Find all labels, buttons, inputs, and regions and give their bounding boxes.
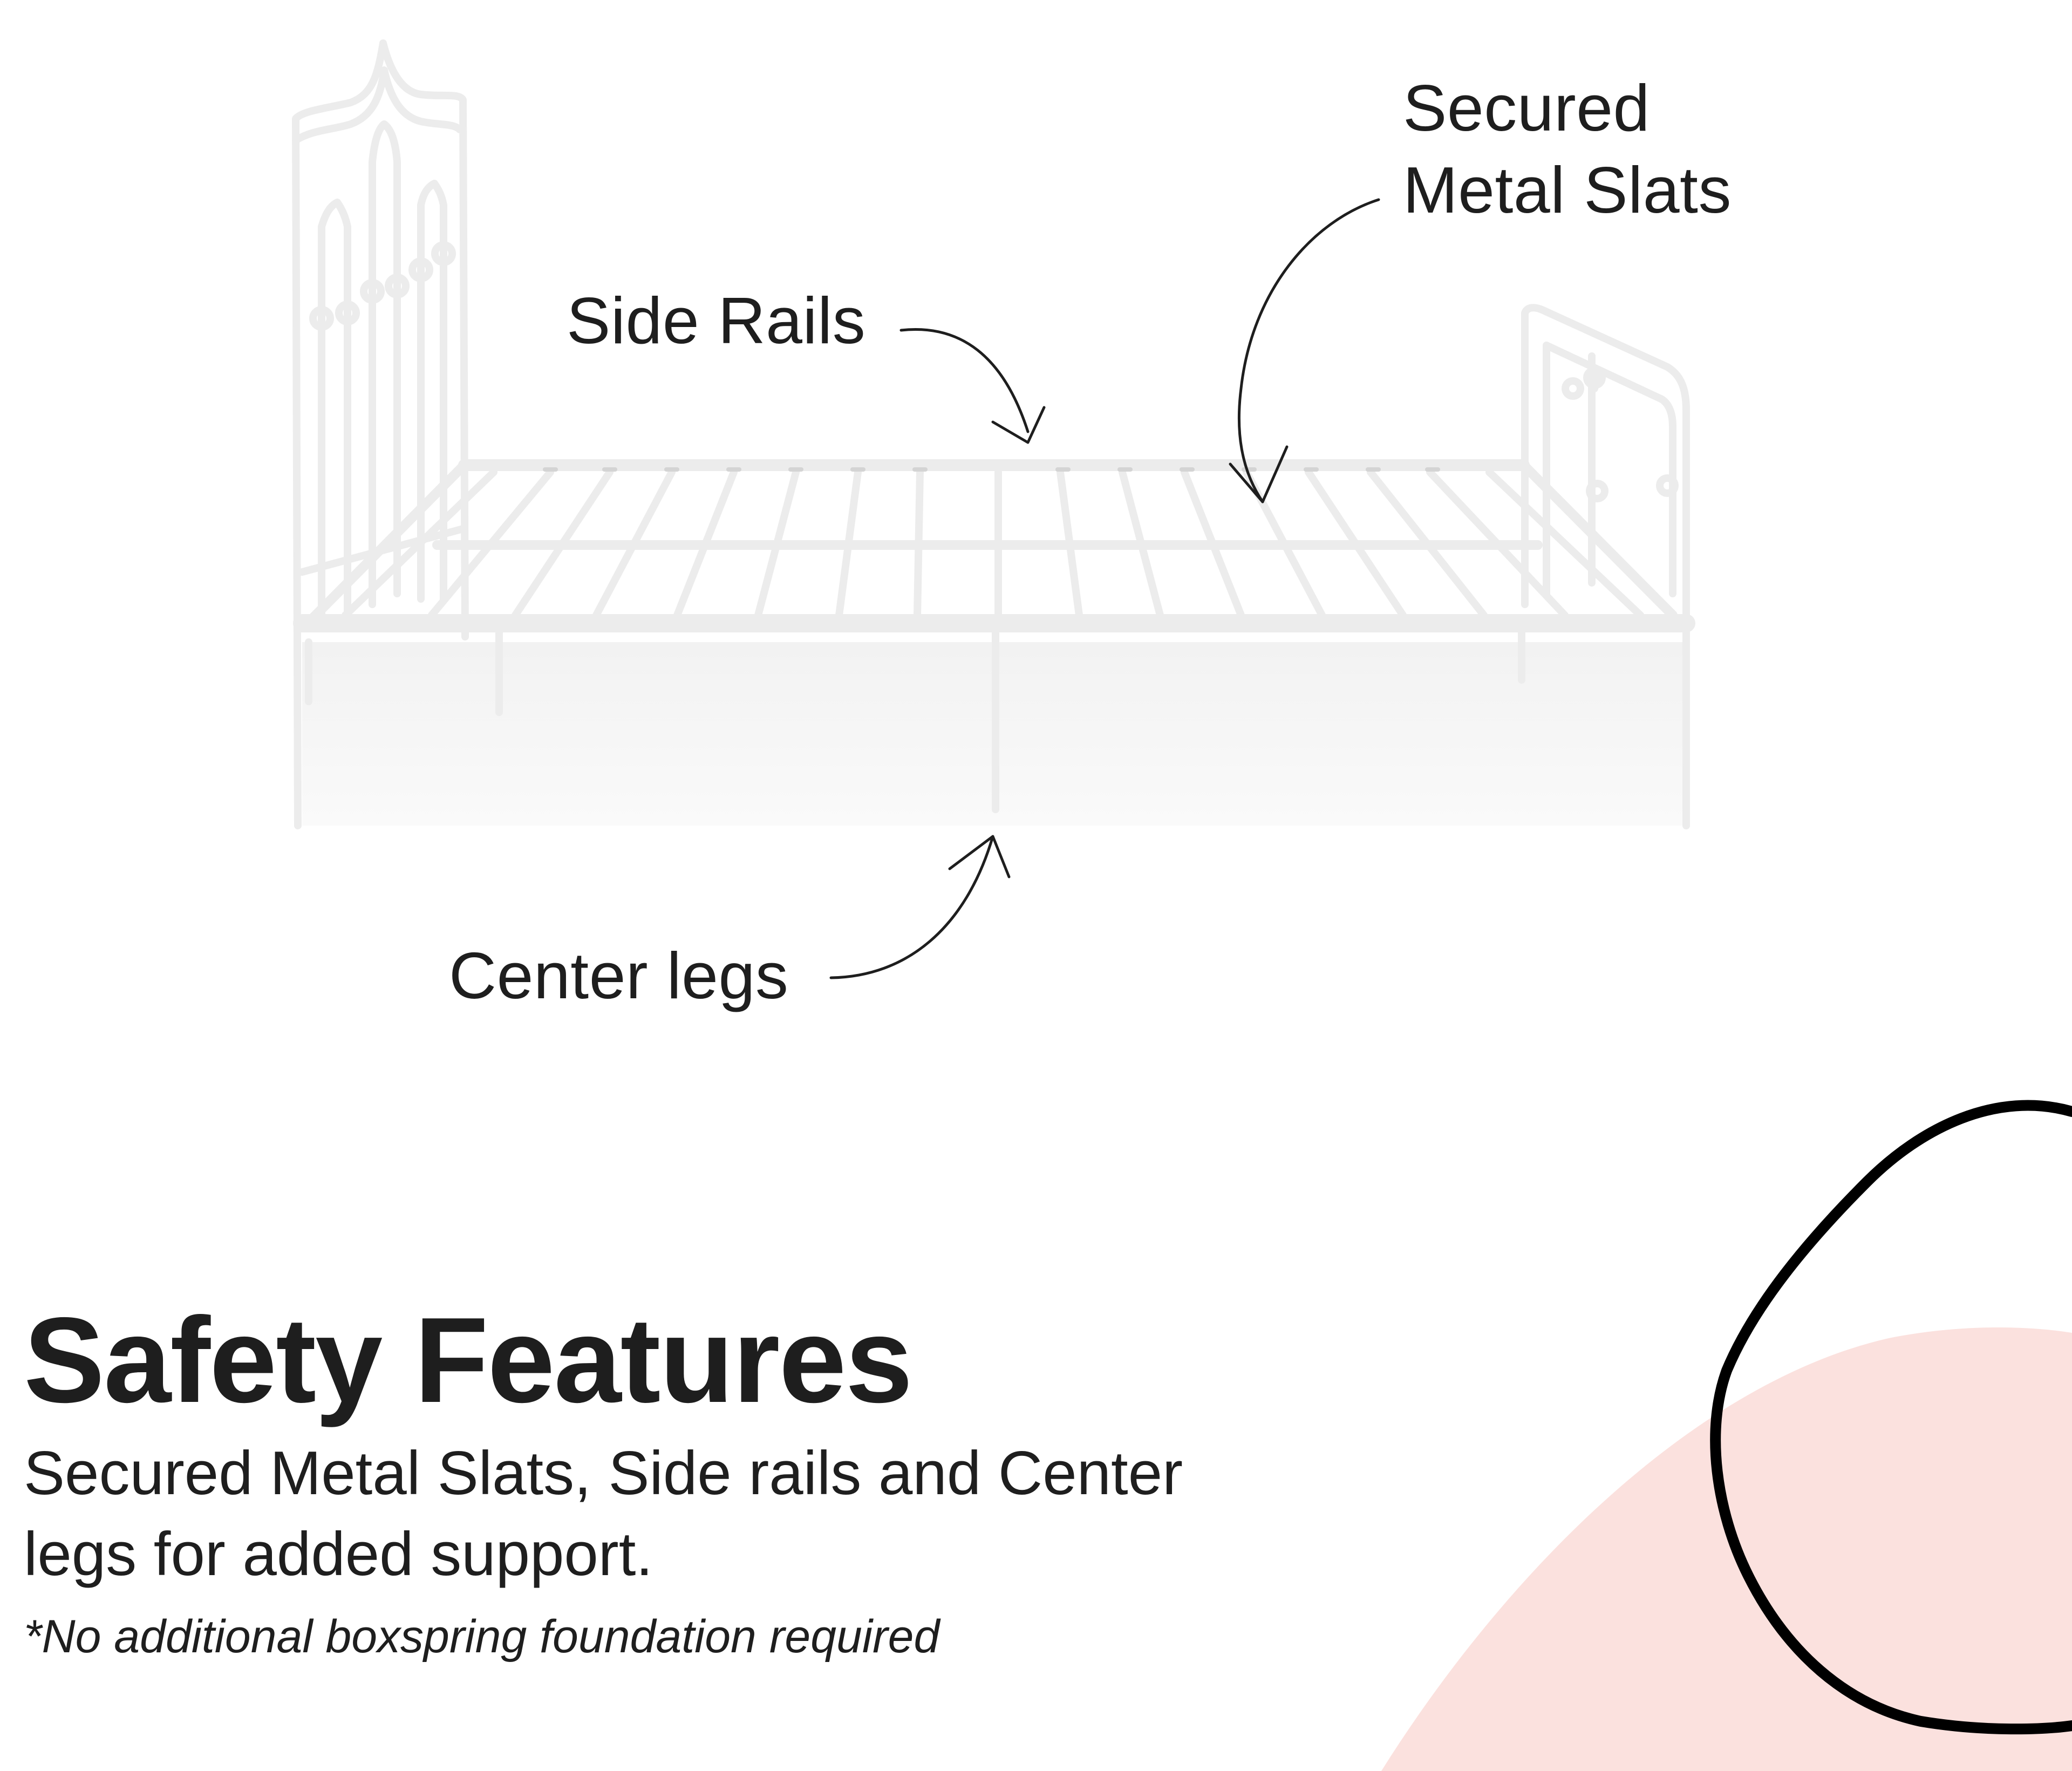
boxspring-footnote: *No additional boxspring foundation requ… (24, 1611, 940, 1663)
pink-blob-shape (1381, 1327, 2072, 1771)
metal-slats (342, 468, 1644, 619)
secured-metal-slats-line-2: Metal Slats (1403, 153, 1732, 227)
decorative-shapes (1381, 1100, 2072, 1771)
secured-metal-slats-label: Secured Metal Slats (1403, 67, 1732, 231)
bed-frame-illustration (292, 39, 1695, 829)
safety-features-heading: Safety Features (24, 1292, 913, 1428)
footboard (1521, 304, 1690, 829)
safety-features-description: Secured Metal Slats, Side rails and Cent… (24, 1439, 1183, 1589)
bed-legs (495, 628, 1525, 813)
center-legs-label: Center legs (449, 939, 789, 1012)
arrow-icon-center-legs (829, 835, 1011, 979)
side-rails-label: Side Rails (567, 284, 866, 357)
outline-blob-shape (1710, 1100, 2072, 1735)
arrow-icon-side-rails (899, 328, 1046, 444)
arrow-icon-secured-slats (1229, 198, 1380, 503)
headboard (292, 39, 469, 829)
secured-metal-slats-line-1: Secured (1403, 71, 1650, 145)
side-rails (293, 459, 1695, 632)
